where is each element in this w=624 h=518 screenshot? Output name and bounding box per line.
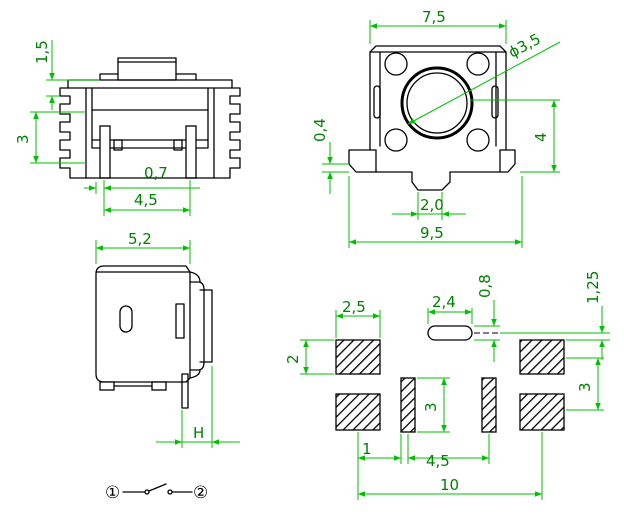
dim-lead-pitch: 4,5: [134, 191, 158, 209]
switch-schematic: ① ②: [105, 483, 208, 503]
dim-center-pitch: 4,5: [426, 452, 450, 470]
dim-center-pad-width: 1: [362, 440, 372, 458]
terminal-2-label: ②: [193, 483, 208, 503]
dim-depth: 5,2: [128, 230, 152, 248]
dim-body-height: 3: [14, 134, 32, 144]
end-view-dimensions: 5,2 H: [95, 230, 240, 448]
terminal-1-label: ①: [105, 483, 120, 503]
footprint-view: 2,5 2,4 0,8 1,25 2: [284, 271, 610, 500]
dim-slot-offset: 1,25: [584, 271, 602, 304]
side-view: 1,5 3 0,7 4,5: [14, 40, 241, 216]
dim-top-height: 1,5: [33, 40, 51, 64]
dim-pad-width: 2,5: [342, 298, 366, 316]
top-view: 7,5 ϕ3,5 4 0,4 2,0 9,5: [311, 8, 561, 248]
dim-total-width: 10: [440, 476, 459, 494]
dim-overall-width: 9,5: [420, 224, 444, 242]
dim-width: 7,5: [422, 8, 446, 26]
dim-tab-width: 2,0: [420, 196, 444, 214]
side-view-outline: [59, 57, 241, 179]
dim-pad-spacing: 3: [576, 382, 594, 392]
dim-slot-width: 0,8: [476, 274, 494, 298]
dim-slot-length: 2,4: [432, 293, 456, 311]
dim-foot-thickness: 0,4: [311, 118, 329, 142]
footprint-pads: [335, 325, 565, 433]
dim-lead-width: 0,7: [144, 164, 168, 182]
dim-stem-label: H: [193, 424, 204, 442]
dim-diameter: ϕ3,5: [505, 30, 543, 62]
dim-center-pad-height: 3: [422, 402, 440, 412]
top-view-outline: [348, 45, 516, 191]
top-view-dimensions: 7,5 ϕ3,5 4 0,4 2,0 9,5: [311, 8, 561, 248]
footprint-dimensions: 2,5 2,4 0,8 1,25 2: [284, 271, 610, 500]
dim-pad-height: 2: [284, 354, 302, 364]
side-view-dimensions: 1,5 3 0,7 4,5: [14, 40, 200, 216]
end-view-outline: [95, 265, 213, 409]
dim-height: 4: [532, 132, 550, 142]
end-view: 5,2 H: [95, 230, 240, 448]
